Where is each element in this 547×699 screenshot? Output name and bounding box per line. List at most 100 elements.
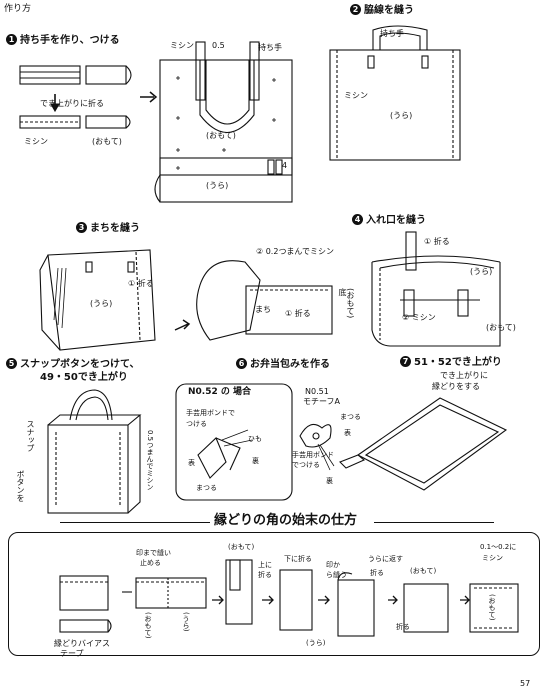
himo-label: ひも [248, 435, 262, 443]
omote-label: (おもて) [410, 567, 437, 575]
step-number: 5 [6, 358, 17, 369]
step-number: 7 [400, 356, 411, 367]
finished-wrap-illustration [339, 397, 508, 491]
step-title-text: まちを縫う [90, 223, 140, 234]
omote-label: 表 [188, 459, 195, 467]
glue-label-3: 手芸用ボンド [292, 451, 334, 459]
banner-rule-left [60, 522, 210, 523]
stitch-label-2: ミシン [482, 554, 503, 562]
step-number: 3 [76, 222, 87, 233]
lunch-wrap-illustration [175, 383, 335, 501]
back-fold-label: うらに返す [368, 555, 403, 563]
step-title-text: お弁当包みを作る [250, 359, 330, 370]
finish-label-1: でき上がりに [440, 371, 488, 380]
page-number: 57 [520, 679, 531, 688]
dimension-label: 4 [282, 161, 288, 170]
ura-label: (うら) [90, 299, 113, 308]
ura-label: (うら) [470, 267, 493, 276]
omote-label: (おもて) [346, 288, 355, 319]
corner-binding-frame [8, 532, 540, 656]
gusset-label: まち [255, 305, 271, 314]
glue-label-1: 手芸用ボンドで [186, 409, 235, 417]
mishin-label: ミシン [344, 91, 368, 100]
ura-label: (うら) [306, 639, 326, 647]
gusset-illustration [39, 249, 333, 351]
pinch-sew-label: ② 0.2つまんでミシン [256, 247, 335, 256]
up-fold-label-1: 上に [258, 561, 272, 569]
step-number: 4 [352, 214, 363, 225]
step-number: 2 [350, 4, 361, 15]
step-title-text: スナップボタンをつけて、 [20, 359, 140, 370]
omote-label: (おもて) [486, 323, 516, 332]
snap-label-2: ボタンを [16, 470, 25, 502]
arrow [140, 91, 158, 103]
handle-label: 持ち手 [258, 43, 282, 52]
ura-label: (うら) [206, 181, 229, 190]
stitch-label-1: 0.1～0.2に [480, 543, 517, 551]
step-number: 1 [6, 34, 17, 45]
finished-bag-illustration [47, 389, 142, 514]
fold-label: ① 折る [128, 279, 154, 288]
omote-label: 表 [344, 429, 351, 437]
ura-label: 裏 [252, 457, 259, 465]
fold-label: ① 折る [424, 237, 450, 246]
bottom-label: 底 [338, 288, 347, 296]
tape-label: テープ [60, 649, 84, 658]
n52-title: N0.52 の 場合 [188, 387, 252, 397]
banner-rule-right [374, 522, 494, 523]
bias-label: 縁どりバイアス [54, 639, 110, 648]
step-title-text: 51・52でき上がり [414, 357, 502, 368]
finish-fold-label: でき上がりに折る [40, 99, 104, 108]
matsuru-label: まつる [340, 413, 361, 421]
bag-front-illustration [154, 41, 293, 203]
matsuru-label: まつる [196, 484, 217, 492]
step-title-text: 持ち手を作り、つける [20, 35, 120, 46]
omote-label: (おもて) [228, 543, 255, 551]
bag-side-seam-illustration [329, 25, 461, 161]
mishin-label: ② ミシン [402, 313, 436, 322]
from-mark-label-2: ら縫う [326, 571, 347, 579]
section-title: 縁どりの角の始末の仕方 [214, 513, 358, 528]
header-label: 作り方 [4, 4, 32, 14]
mishin-label: ミシン [24, 137, 48, 146]
ura-label: 裏 [326, 477, 333, 485]
fold-label: ① 折る [285, 309, 311, 318]
step-title-text: 入れ口を縫う [366, 215, 426, 226]
finish-label-2: 縁どりをする [432, 382, 480, 391]
corner-binding-illustration [59, 559, 519, 637]
step-5-title-line2: 49・50でき上がり [40, 372, 128, 383]
handle-strips-illustration [19, 65, 132, 129]
glue-label-2: つける [186, 420, 207, 428]
fold-label: 折る [370, 569, 384, 577]
handle-label: 持ち手 [380, 29, 404, 38]
n51-label: N0.51 [305, 387, 329, 396]
pinch05-label: 0.5つまんでミシン [146, 430, 154, 491]
stop-label-1: 印まで縫い [136, 549, 171, 557]
opening-illustration [371, 231, 501, 347]
glue-label-4: でつける [292, 461, 320, 469]
from-mark-label-1: 印か [326, 561, 340, 569]
omote-label: (おもて) [144, 612, 152, 639]
omote-label: (おもて) [206, 131, 236, 140]
omote-label: (おもて) [488, 594, 496, 621]
omote-label: (おもて) [92, 137, 122, 146]
fold-label: 折る [396, 623, 410, 631]
ura-label: (うら) [390, 111, 413, 120]
stop-label-2: 止める [140, 559, 161, 567]
step-number: 6 [236, 358, 247, 369]
step-title-text: 脇線を縫う [364, 5, 414, 16]
snap-label-1: スナップ [26, 420, 35, 452]
motif-label: モチーフA [303, 397, 340, 406]
down-fold-label: 下に折る [284, 555, 312, 563]
mishin-label: ミシン [170, 41, 194, 50]
ura-label: (うら) [182, 612, 190, 632]
seam-allowance-label: 0.5 [212, 41, 225, 50]
